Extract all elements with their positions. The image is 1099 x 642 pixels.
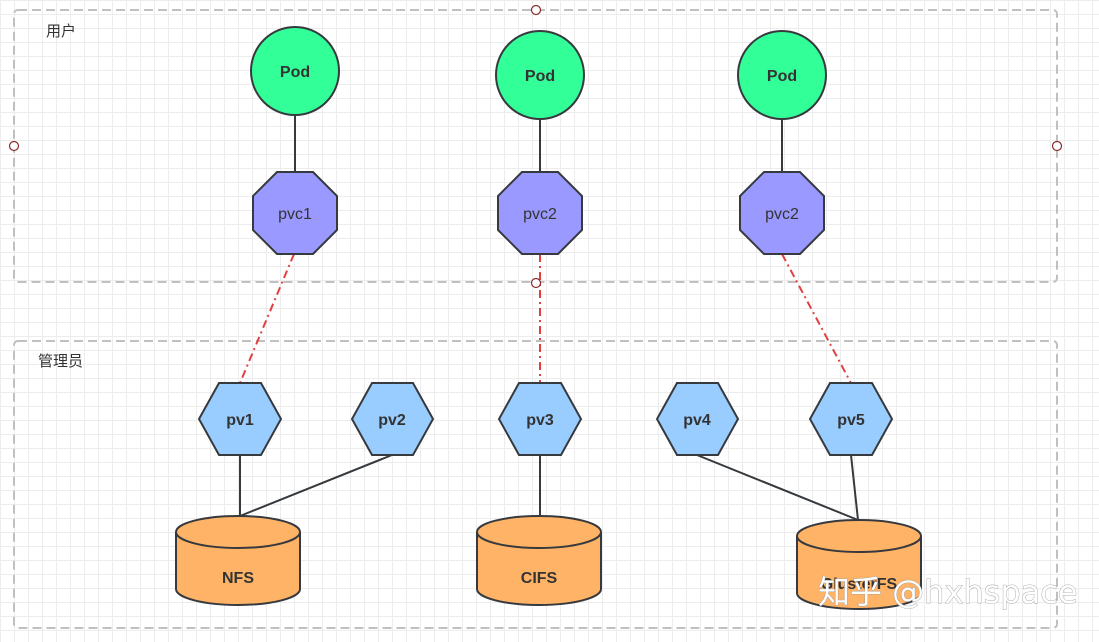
- storage-label-cifs: CIFS: [521, 570, 558, 587]
- pvc-label-2: pvc2: [523, 206, 557, 223]
- watermark-text: 知乎 @hxhspace: [818, 573, 1078, 611]
- pod-node-2[interactable]: Pod: [495, 30, 585, 120]
- edge-handle[interactable]: [530, 277, 542, 289]
- pv-node-5[interactable]: pv5: [808, 382, 894, 456]
- admin-group-container[interactable]: [13, 340, 1058, 629]
- pv-node-3[interactable]: pv3: [497, 382, 583, 456]
- storage-label-glusterfs: GlusterFS: [821, 576, 898, 593]
- pod-node-1[interactable]: Pod: [250, 26, 340, 116]
- pvc-node-1[interactable]: pvc1: [252, 171, 338, 255]
- pvc-label-3: pvc2: [765, 206, 799, 223]
- pv-label-5: pv5: [837, 412, 865, 429]
- resize-handle-right[interactable]: [1051, 140, 1063, 152]
- pvc-label-1: pvc1: [278, 206, 312, 223]
- pvc3-pv5-binding[interactable]: [781, 253, 852, 384]
- storage-label-nfs: NFS: [222, 570, 254, 587]
- user-group-label: 用户: [46, 22, 76, 40]
- pv-node-1[interactable]: pv1: [197, 382, 283, 456]
- pvc-node-2[interactable]: pvc2: [497, 171, 583, 255]
- pod-label-3: Pod: [767, 68, 797, 85]
- pv-label-1: pv1: [226, 412, 254, 429]
- pv5-glusterfs-edge[interactable]: [850, 454, 859, 521]
- pvc-node-3[interactable]: pvc2: [739, 171, 825, 255]
- pv-node-2[interactable]: pv2: [350, 382, 435, 456]
- pv-node-4[interactable]: pv4: [655, 382, 740, 456]
- storage-node-nfs[interactable]: NFS: [175, 515, 301, 606]
- resize-handle-left[interactable]: [8, 140, 20, 152]
- pv2-nfs-edge[interactable]: [239, 454, 393, 517]
- storage-node-glusterfs[interactable]: GlusterFS: [796, 519, 922, 610]
- pv4-glusterfs-edge[interactable]: [696, 454, 859, 521]
- storage-node-cifs[interactable]: CIFS: [476, 515, 602, 606]
- pod-label-2: Pod: [525, 68, 555, 85]
- pv-label-4: pv4: [683, 412, 711, 429]
- admin-group-label: 管理员: [38, 352, 83, 370]
- pod-label-1: Pod: [280, 64, 310, 81]
- pvc1-pv1-binding[interactable]: [239, 253, 295, 384]
- pv-label-3: pv3: [526, 412, 554, 429]
- pv-label-2: pv2: [378, 412, 406, 429]
- resize-handle-top[interactable]: [530, 4, 542, 16]
- pod-node-3[interactable]: Pod: [737, 30, 827, 120]
